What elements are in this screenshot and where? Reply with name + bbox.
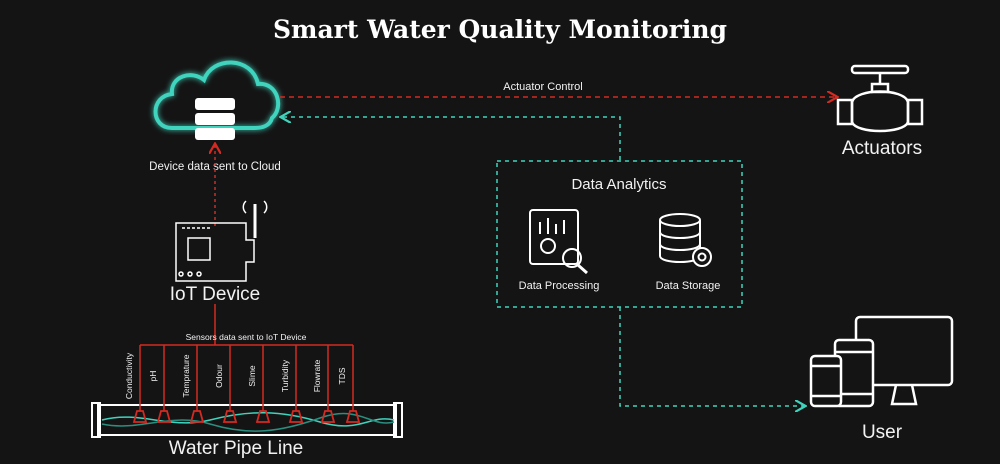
sensor-label: TDS (337, 367, 347, 384)
sensor-tds: TDS (337, 345, 361, 423)
sensor-conductivity: Conductivity (124, 345, 148, 423)
sensor-label: Odour (214, 364, 224, 388)
sensor-label: Conductivity (124, 352, 134, 399)
page-title: Smart Water Quality Monitoring (273, 15, 727, 44)
sensor-probe-icon (189, 410, 205, 423)
sensor-flowrate: Flowrate (312, 345, 336, 423)
sensor-probe-icon (222, 410, 238, 423)
sensor-probe-icon (345, 410, 361, 423)
sensor-label: pH (148, 371, 158, 382)
sensor-turbidity: Turbidity (280, 345, 304, 423)
cloud-icon (153, 60, 281, 140)
data-processing-label: Data Processing (519, 280, 600, 292)
sensor-probe-icon (288, 410, 304, 423)
iot-board-icon (175, 200, 268, 282)
analytics-user-link (619, 307, 804, 406)
user-label: User (862, 422, 903, 443)
pipe-label: Water Pipe Line (169, 438, 303, 459)
iot-device-label: IoT Device (170, 284, 260, 305)
sensor-probe-icon (132, 410, 148, 423)
data-storage-icon (659, 213, 712, 267)
cloud-label: Device data sent to Cloud (149, 161, 281, 173)
sensors-link-label: Sensors data sent to IoT Device (186, 332, 307, 342)
actuator-control-label: Actuator Control (503, 81, 582, 93)
sensor-probe-icon (255, 410, 271, 423)
sensor-slime: Slime (247, 345, 271, 423)
data-analytics-title: Data Analytics (571, 176, 666, 193)
sensor-label: Turbidity (280, 359, 290, 392)
data-storage-label: Data Storage (656, 280, 721, 292)
devices-icon (809, 315, 954, 408)
sensor-ph: pH (148, 345, 172, 423)
data-processing-icon (529, 209, 588, 275)
sensor-temprature: Temprature (181, 345, 205, 423)
sensor-probe-icon (320, 410, 336, 423)
actuators-label: Actuators (842, 138, 922, 159)
sensor-probe-icon (156, 410, 172, 423)
cloud-analytics-link (282, 117, 621, 160)
sensor-label: Slime (247, 365, 257, 387)
sensor-label: Flowrate (312, 359, 322, 392)
sensor-label: Temprature (181, 354, 191, 397)
sensor-odour: Odour (214, 345, 238, 423)
valve-icon (836, 64, 924, 133)
pipe (91, 402, 403, 438)
sensor-group: Conductivity pH Temprature Odour Slime Turbid… (124, 345, 361, 423)
